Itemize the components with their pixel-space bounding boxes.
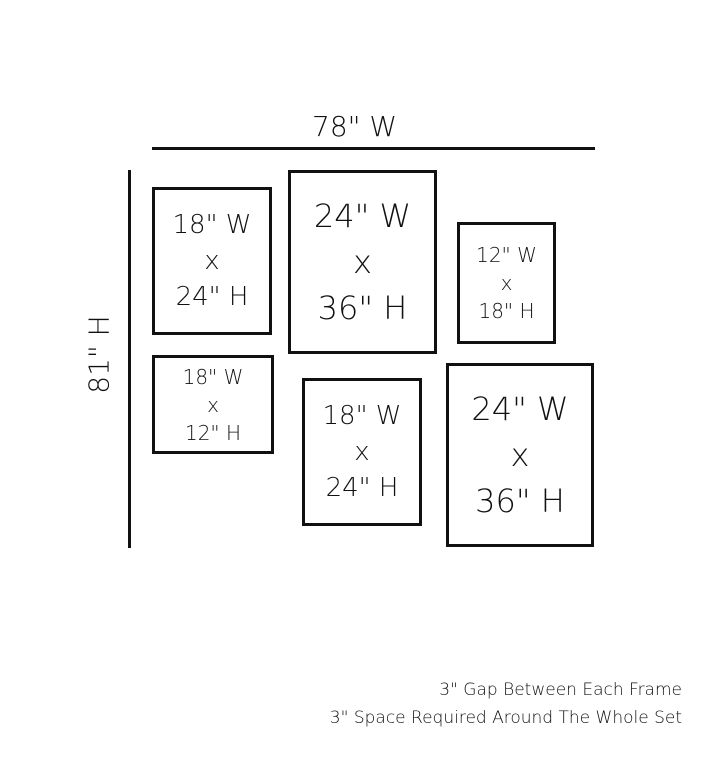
frame-width: 18" W [322,401,402,431]
frame-width: 18" W [172,210,252,240]
frame-width: 24" W [313,197,412,235]
frame-3: 12" W x 18" H [457,222,556,344]
frame-times: x [500,271,513,295]
gap-note: 3" Gap Between Each Frame [439,680,682,700]
frame-times: x [510,436,530,474]
frame-height: 36" H [475,482,565,520]
frame-6: 24" W x 36" H [446,363,594,547]
frame-4: 18" W x 12" H [152,355,274,454]
frame-width: 12" W [476,243,537,267]
total-height-label: 81" H [82,315,116,394]
frame-times: x [354,437,370,467]
frame-times: x [207,392,219,417]
width-dimension-line [152,147,595,150]
frame-height: 24" H [325,473,399,503]
frame-width: 24" W [471,390,569,428]
frame-height: 24" H [175,282,249,312]
frame-5: 18" W x 24" H [302,378,422,526]
frame-times: x [353,243,372,281]
total-width-label: 78" W [312,110,398,143]
frame-height: 18" H [478,299,535,323]
height-dimension-line [128,170,131,548]
frame-height: 12" H [184,420,242,445]
frame-1: 18" W x 24" H [152,187,272,335]
frame-2: 24" W x 36" H [288,170,437,354]
space-note: 3" Space Required Around The Whole Set [329,708,682,728]
frame-width: 18" W [182,364,244,389]
frame-height: 36" H [317,289,408,327]
frame-times: x [204,246,220,276]
